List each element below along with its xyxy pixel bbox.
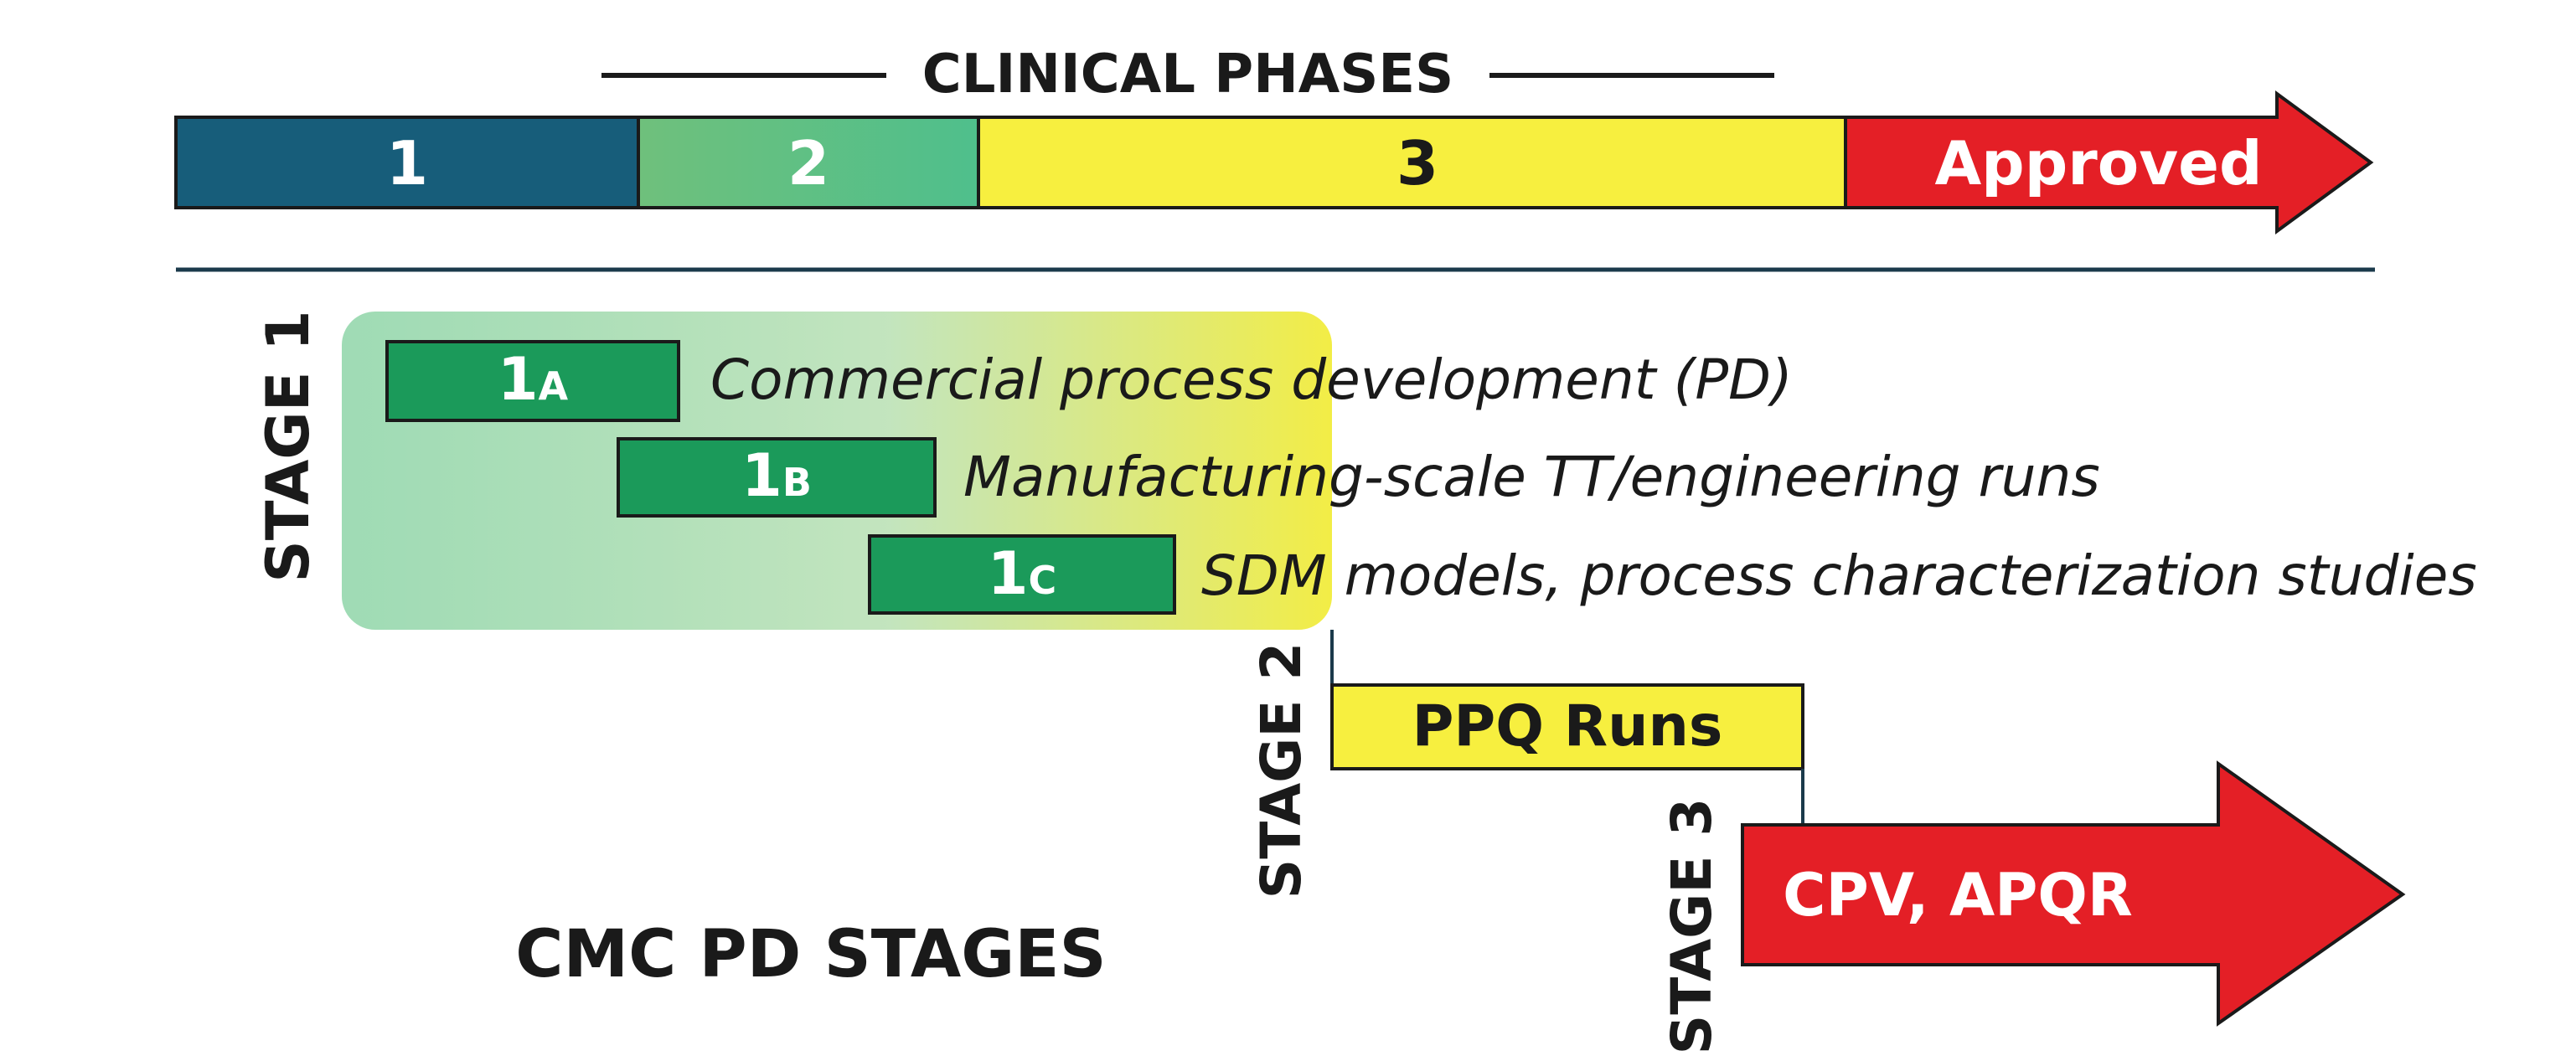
phase-3-label: 3 <box>1396 128 1438 198</box>
step-1b-description: Manufacturing-scale TT/engineering runs <box>963 445 2100 509</box>
phase-1-label: 1 <box>386 128 428 198</box>
approved-label: Approved <box>1934 128 2262 198</box>
ppq-runs-label: PPQ Runs <box>1412 693 1723 760</box>
clinical-phases-heading: CLINICAL PHASES <box>922 44 1453 106</box>
step-1c-code: 1C <box>988 539 1056 608</box>
stage-3-label: STAGE 3 <box>1660 798 1724 1055</box>
phase-2-segment <box>637 116 980 209</box>
phase-1-segment <box>174 116 640 209</box>
step-1a-description: Commercial process development (PD) <box>710 348 1793 412</box>
phase-bar: 1 2 3 Approved <box>174 90 2374 234</box>
approved-arrow <box>1844 90 2374 234</box>
stage-1-label: STAGE 1 <box>254 310 323 582</box>
cpv-apqr-label: CPV, APQR <box>1783 861 2133 930</box>
cmc-pd-stages-title: CMC PD STAGES <box>515 917 1107 992</box>
step-1a-box <box>385 340 680 422</box>
cpv-apqr-arrow <box>1741 760 2406 1027</box>
step-1c-description: SDM models, process characterization stu… <box>1201 543 2477 608</box>
step-1b-box <box>617 437 937 518</box>
phase-3-segment <box>977 116 1847 209</box>
stage-2-label: STAGE 2 <box>1249 642 1314 899</box>
step-1c-box <box>868 534 1176 615</box>
step-1a-code: 1A <box>498 345 569 414</box>
ppq-runs-box <box>1330 683 1804 770</box>
step-1b-code: 1B <box>741 441 812 510</box>
phase-2-label: 2 <box>787 128 829 198</box>
